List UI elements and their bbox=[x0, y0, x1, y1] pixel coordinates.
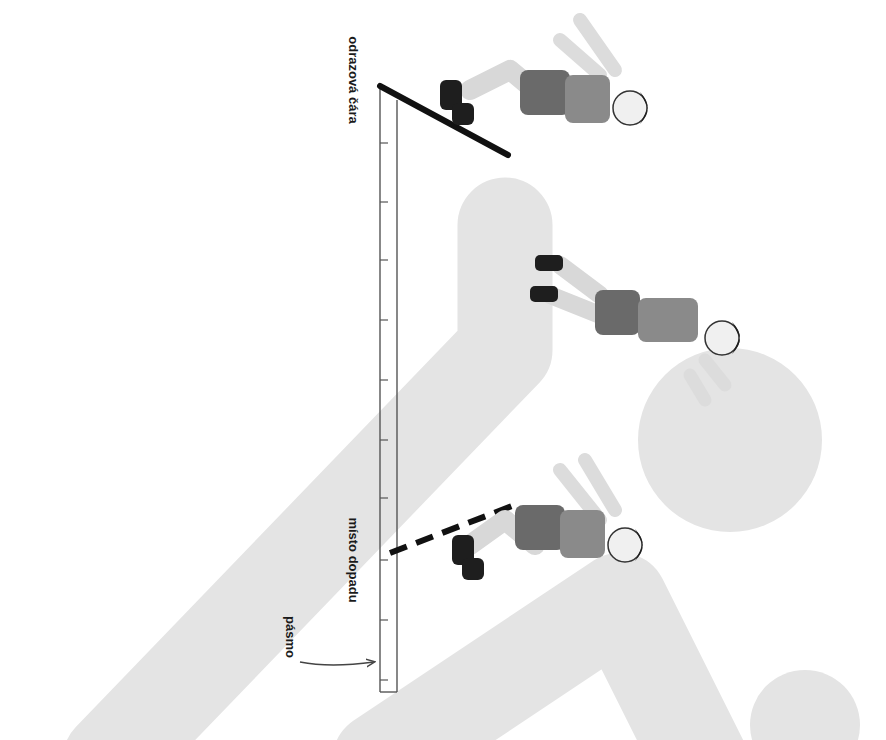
jumper-landing bbox=[452, 460, 643, 580]
tape-label: pásmo bbox=[282, 616, 298, 658]
jumper-flight bbox=[530, 255, 740, 400]
background-ball bbox=[638, 348, 822, 532]
jumper-crouch bbox=[440, 20, 648, 125]
measuring-tape bbox=[380, 85, 397, 692]
leader-arrow bbox=[300, 662, 374, 665]
background-watermark bbox=[110, 225, 860, 740]
takeoff-label: odrazová čára bbox=[344, 36, 360, 123]
landing-label: místo dopadu bbox=[344, 517, 360, 602]
